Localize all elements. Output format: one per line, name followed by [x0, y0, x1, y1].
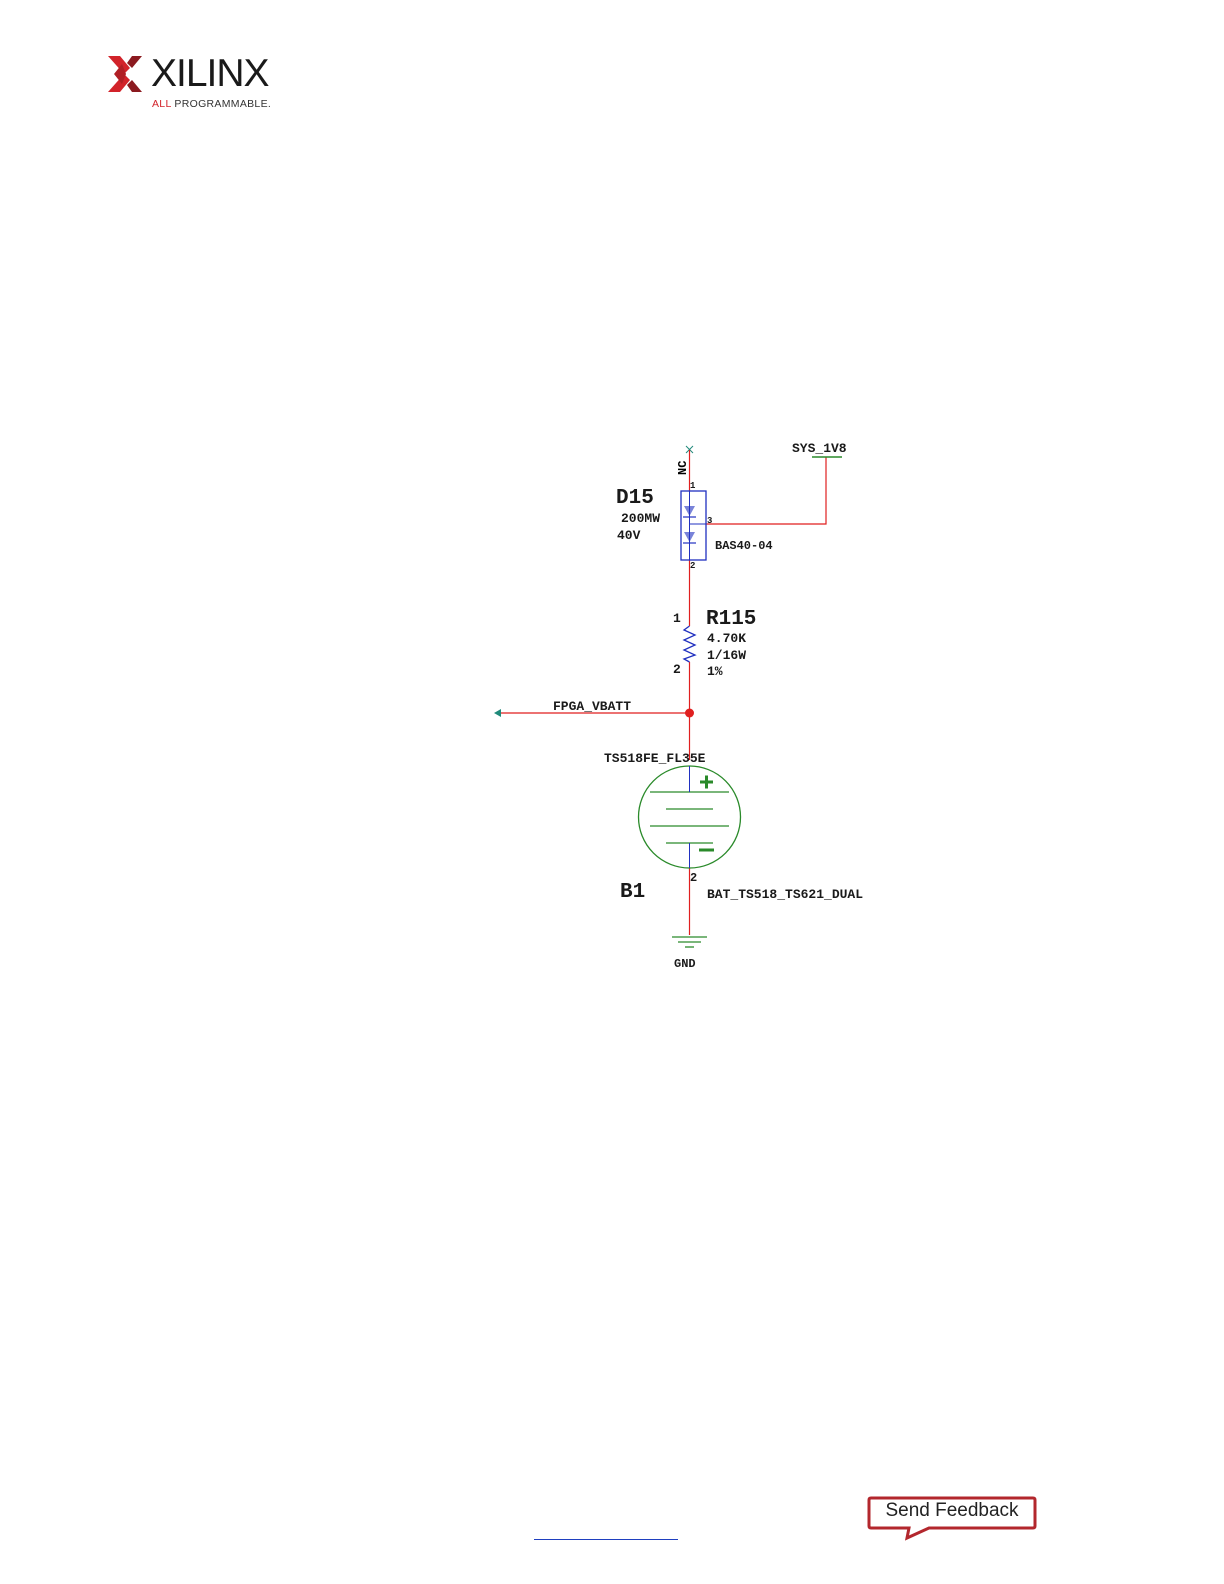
ground-icon — [672, 937, 707, 947]
tagline-rest: PROGRAMMABLE. — [171, 98, 271, 110]
nc-label: NC — [676, 461, 690, 475]
r115-value: 4.70K — [707, 631, 746, 646]
d15-ref: D15 — [616, 487, 654, 510]
xilinx-mark-icon — [106, 54, 146, 94]
diode-lower-icon — [684, 532, 695, 542]
d15-part: BAS40-04 — [715, 539, 773, 553]
b1-ref: B1 — [620, 881, 645, 904]
battery-schematic: NC SYS_1V8 1 3 2 D15 200MW 40V BAS40-04 … — [480, 430, 940, 990]
junction-dot — [685, 709, 694, 718]
brand-tagline: ALL PROGRAMMABLE. — [152, 98, 271, 110]
r115-tolerance: 1% — [707, 664, 723, 679]
net-label: FPGA_VBATT — [553, 699, 631, 714]
d15-pin3: 3 — [707, 516, 712, 526]
diode-package — [681, 491, 706, 560]
wires — [500, 450, 826, 935]
r115-pin1: 1 — [673, 611, 681, 626]
battery-plus-icon — [700, 776, 713, 789]
brand-name: XILINX — [151, 54, 269, 94]
diode-upper-icon — [684, 506, 695, 516]
diode-d15 — [681, 491, 706, 560]
d15-voltage: 40V — [617, 528, 641, 543]
b1-pin2: 2 — [690, 871, 697, 885]
send-feedback-button[interactable]: Send Feedback — [867, 1496, 1037, 1542]
ground-label: GND — [674, 957, 696, 971]
d15-power: 200MW — [621, 511, 660, 526]
send-feedback-label: Send Feedback — [867, 1500, 1037, 1522]
net-arrow-icon — [494, 709, 501, 717]
xilinx-logo: XILINX ALL PROGRAMMABLE. — [106, 54, 286, 114]
r115-power: 1/16W — [707, 648, 746, 663]
r115-pin2: 2 — [673, 662, 681, 677]
footer-link-underline[interactable] — [534, 1539, 678, 1540]
battery-b1 — [639, 766, 741, 868]
r115-ref: R115 — [706, 608, 756, 631]
d15-pin2: 2 — [690, 561, 695, 571]
d15-pin1: 1 — [690, 481, 696, 491]
b1-part: TS518FE_FL35E — [604, 751, 706, 766]
b1-footprint: BAT_TS518_TS621_DUAL — [707, 887, 863, 902]
power-rail-label: SYS_1V8 — [792, 441, 847, 456]
tagline-accent: ALL — [152, 98, 171, 110]
wire-d15-to-sys1v8 — [706, 457, 826, 524]
resistor-r115-icon — [684, 626, 695, 662]
